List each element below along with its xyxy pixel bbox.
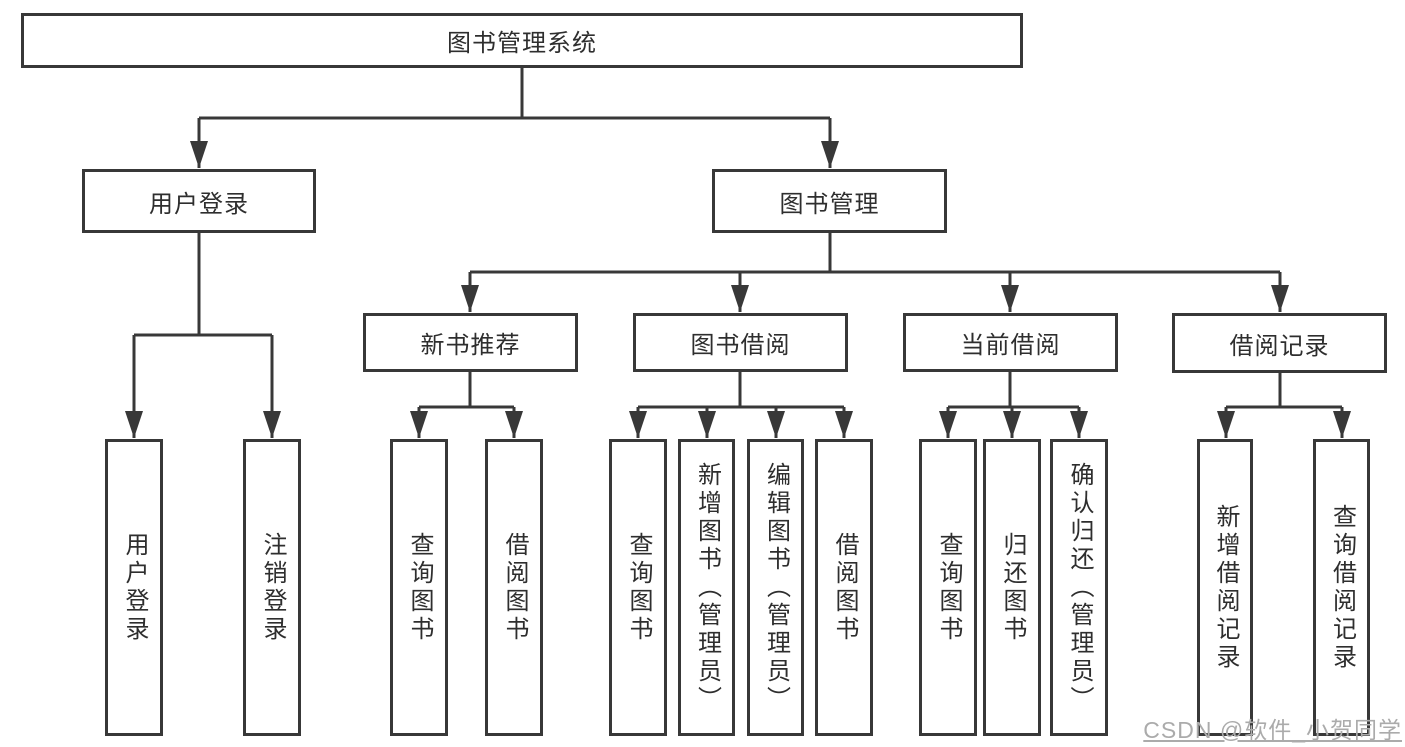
node-new-book-recommend-label: 新书推荐 xyxy=(420,332,521,359)
leaf-return-books-label: 归还图书 xyxy=(999,531,1026,644)
leaf-add-books-admin-label: 新增图书（管理员） xyxy=(693,461,721,714)
leaf-query-books-borrow: 查询图书 xyxy=(609,439,667,736)
leaf-borrow-books-label: 借阅图书 xyxy=(831,531,858,644)
leaf-query-books-recommend-label: 查询图书 xyxy=(406,531,433,644)
node-book-management: 图书管理 xyxy=(712,169,947,233)
node-book-borrow-label: 图书借阅 xyxy=(690,332,791,359)
leaf-logout-label: 注销登录 xyxy=(259,531,286,644)
csdn-watermark: CSDN @软件_小贺同学 xyxy=(1143,717,1402,743)
leaf-add-books-admin: 新增图书（管理员） xyxy=(678,439,735,736)
leaf-confirm-return-admin-label: 确认归还（管理员） xyxy=(1066,461,1093,714)
leaf-confirm-return-admin: 确认归还（管理员） xyxy=(1050,439,1108,736)
leaf-user-login: 用户登录 xyxy=(105,439,163,736)
leaf-borrow-books: 借阅图书 xyxy=(815,439,873,736)
node-book-borrow: 图书借阅 xyxy=(633,313,848,372)
leaf-edit-books-admin-label: 编辑图书（管理员） xyxy=(762,461,790,714)
leaf-query-books-current: 查询图书 xyxy=(919,439,977,736)
node-current-borrow: 当前借阅 xyxy=(903,313,1118,372)
node-new-book-recommend: 新书推荐 xyxy=(363,313,578,372)
leaf-query-books-recommend: 查询图书 xyxy=(390,439,448,736)
leaf-borrow-books-recommend-label: 借阅图书 xyxy=(501,531,528,644)
leaf-query-books-borrow-label: 查询图书 xyxy=(625,531,652,644)
leaf-return-books: 归还图书 xyxy=(983,439,1041,736)
leaf-logout: 注销登录 xyxy=(243,439,301,736)
node-borrow-records: 借阅记录 xyxy=(1172,313,1387,373)
leaf-query-borrow-record-label: 查询借阅记录 xyxy=(1328,503,1356,672)
leaf-add-borrow-record-label: 新增借阅记录 xyxy=(1212,503,1239,672)
node-root-label: 图书管理系统 xyxy=(447,30,597,57)
node-root: 图书管理系统 xyxy=(21,13,1023,68)
node-user-login: 用户登录 xyxy=(82,169,316,233)
node-book-management-label: 图书管理 xyxy=(779,190,880,218)
leaf-query-borrow-record: 查询借阅记录 xyxy=(1313,439,1370,736)
leaf-query-books-current-label: 查询图书 xyxy=(935,531,962,644)
leaf-user-login-label: 用户登录 xyxy=(121,531,148,644)
leaf-edit-books-admin: 编辑图书（管理员） xyxy=(747,439,804,736)
leaf-add-borrow-record: 新增借阅记录 xyxy=(1197,439,1253,736)
node-user-login-label: 用户登录 xyxy=(149,190,249,218)
leaf-borrow-books-recommend: 借阅图书 xyxy=(485,439,543,736)
node-borrow-records-label: 借阅记录 xyxy=(1229,332,1330,360)
node-current-borrow-label: 当前借阅 xyxy=(960,332,1061,359)
